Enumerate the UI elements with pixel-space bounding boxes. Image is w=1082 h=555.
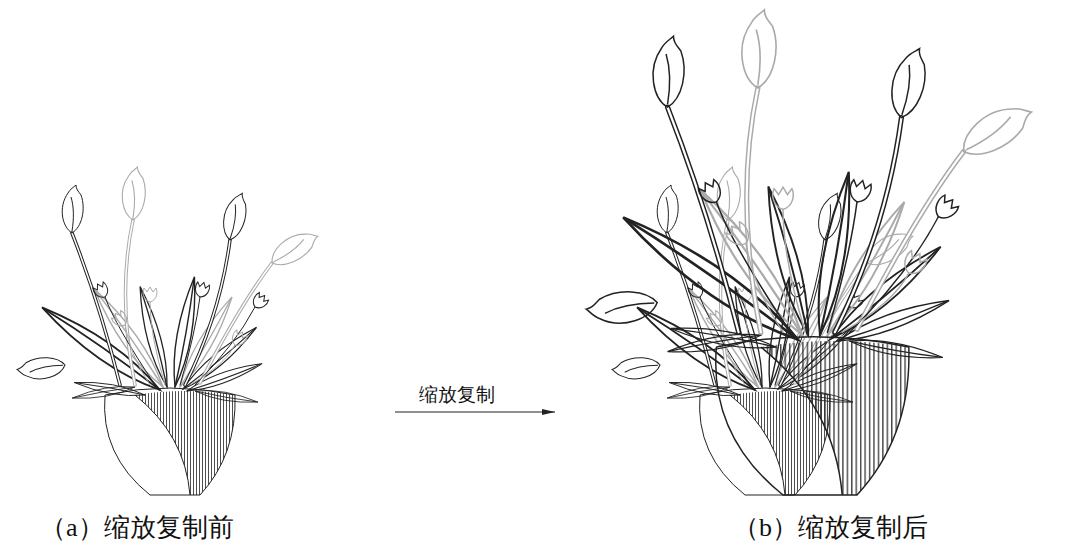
plant-before [16,167,322,495]
figure-caption: （b）缩放复制后 [733,512,928,543]
transform-arrow [395,411,555,412]
arrow-label: 缩放复制 [417,383,497,406]
plant-scaled-copy [584,10,1038,495]
figure-caption: （a）缩放复制前 [40,512,234,543]
figure-panel: （a）缩放复制前 [15,165,395,547]
figure-panel: （b）缩放复制后 [555,5,1075,550]
